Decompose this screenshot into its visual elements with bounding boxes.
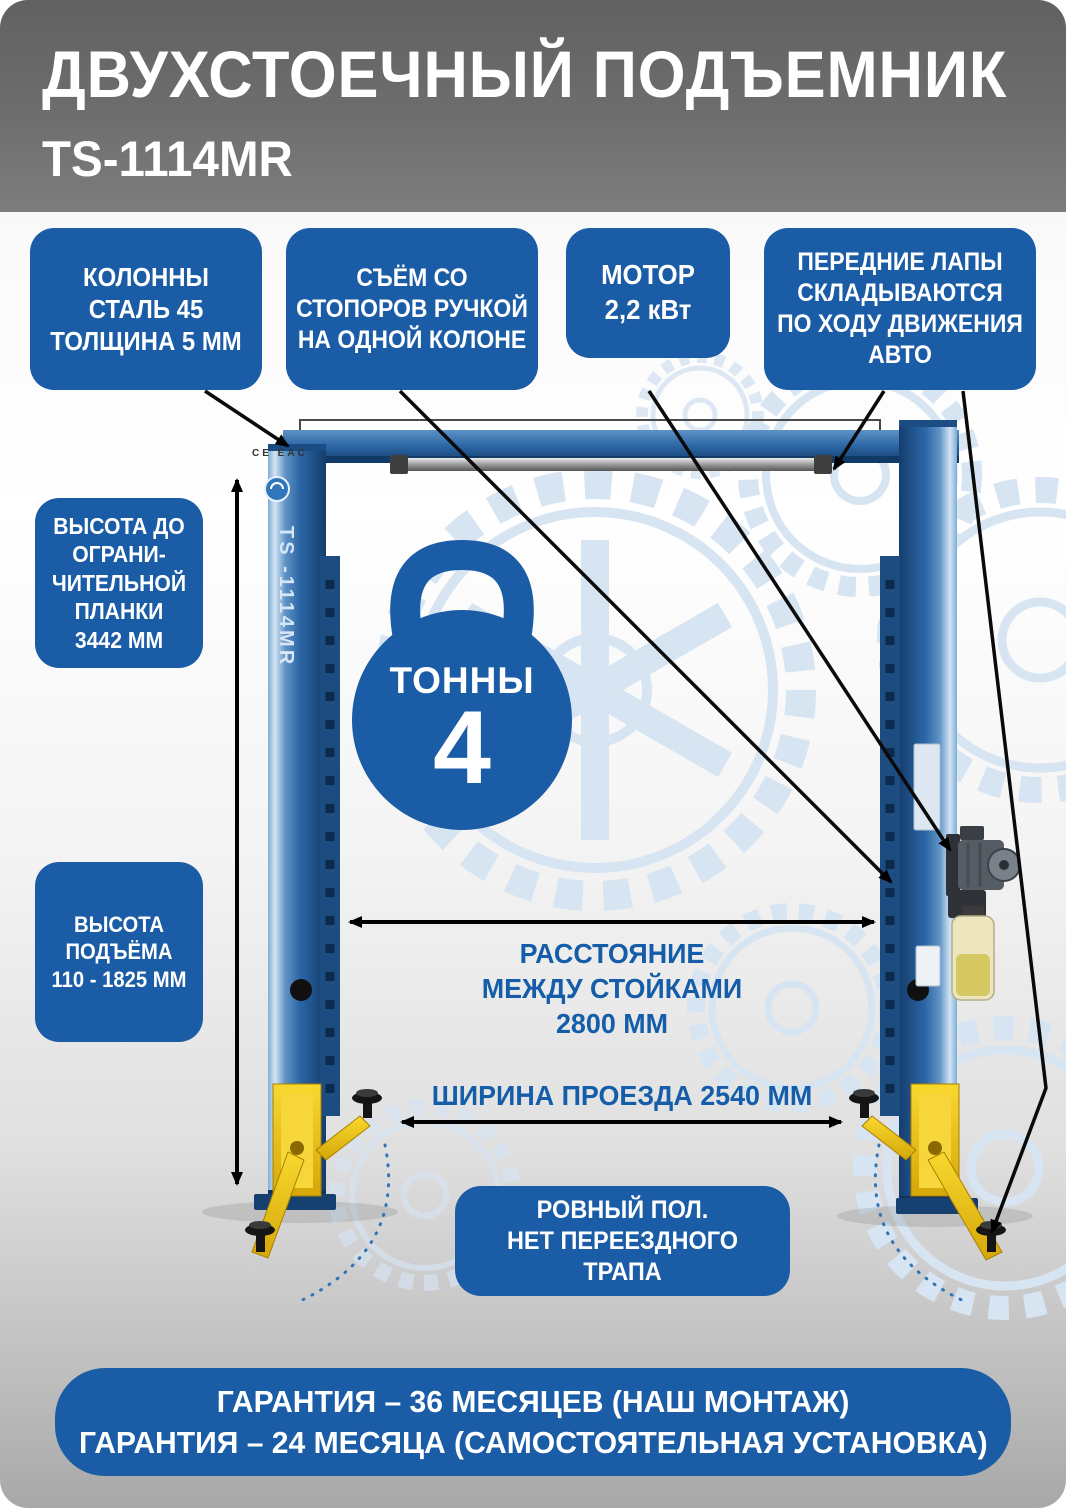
- callout-height-to-bar-text: ВЫСОТА ДО ОГРАНИ- ЧИТЕЛЬНОЙ ПЛАНКИ 3442 …: [51, 512, 187, 653]
- pointer-columns: [204, 389, 290, 448]
- warranty-line2: ГАРАНТИЯ – 24 МЕСЯЦА (САМОСТОЯТЕЛЬНАЯ УС…: [78, 1424, 988, 1460]
- left-fold-arc: [294, 1143, 391, 1305]
- right-column: [880, 420, 957, 1214]
- callout-lift-height: ВЫСОТА ПОДЪЁМА 110 - 1825 ММ: [35, 862, 203, 1042]
- pointer-motor: [647, 390, 952, 852]
- pointer-locks: [398, 389, 893, 884]
- callout-motor-text: МОТОР 2,2 кВт: [601, 259, 695, 325]
- left-rear-pad: [245, 1221, 275, 1252]
- right-arm-assembly: [849, 1083, 1006, 1305]
- callout-height-to-bar: ВЫСОТА ДО ОГРАНИ- ЧИТЕЛЬНОЙ ПЛАНКИ 3442 …: [35, 498, 203, 668]
- poster-model: TS-1114MR: [42, 131, 293, 187]
- left-front-pad: [352, 1089, 382, 1118]
- callout-locks: СЪЁМ СО СТОПОРОВ РУЧКОЙ НА ОДНОЙ КОЛОНЕ: [286, 228, 538, 390]
- callout-floor: РОВНЫЙ ПОЛ. НЕТ ПЕРЕЕЗДНОГО ТРАПА: [455, 1186, 790, 1296]
- column-model-label: TS -1114MR: [275, 526, 297, 668]
- warranty-bar: ГАРАНТИЯ – 36 МЕСЯЦЕВ (НАШ МОНТАЖ) ГАРАН…: [55, 1368, 1011, 1476]
- cert-marks-label: CE EAC: [252, 448, 308, 459]
- callout-columns: КОЛОННЫ СТАЛЬ 45 ТОЛЩИНА 5 ММ: [30, 228, 262, 390]
- overhead-limit-bar: [299, 419, 881, 430]
- motor-unit: [946, 826, 1021, 1001]
- callout-floor-text: РОВНЫЙ ПОЛ. НЕТ ПЕРЕЕЗДНОГО ТРАПА: [506, 1195, 739, 1286]
- left-column: [264, 444, 340, 1208]
- left-arm-assembly: [245, 1083, 391, 1305]
- right-fold-arc: [873, 1143, 970, 1305]
- pointer-rod: [832, 390, 886, 471]
- callout-front-arms-text: ПЕРЕДНИЕ ЛАПЫ СКЛАДЫВАЮТСЯ ПО ХОДУ ДВИЖЕ…: [777, 248, 1023, 369]
- kettlebell-icon: [352, 539, 572, 830]
- callout-lift-height-text: ВЫСОТА ПОДЪЁМА 110 - 1825 ММ: [51, 912, 187, 992]
- callout-front-arms: ПЕРЕДНИЕ ЛАПЫ СКЛАДЫВАЮТСЯ ПО ХОДУ ДВИЖЕ…: [764, 228, 1036, 390]
- sync-rod: [390, 455, 832, 474]
- dim-drive-width: ШИРИНА ПРОЕЗДА 2540 ММ: [431, 1080, 813, 1111]
- dim-between-posts: РАССТОЯНИЕ МЕЖДУ СТОЙКАМИ 2800 ММ: [481, 938, 743, 1039]
- callout-motor: МОТОР 2,2 кВт: [566, 228, 730, 358]
- callout-locks-text: СЪЁМ СО СТОПОРОВ РУЧКОЙ НА ОДНОЙ КОЛОНЕ: [296, 263, 528, 354]
- pointer-front-arms: [961, 390, 1048, 1234]
- header: ДВУХСТОЕЧНЫЙ ПОДЪЕМНИК TS-1114MR: [0, 0, 1066, 212]
- right-front-pad: [849, 1089, 879, 1118]
- callout-columns-text: КОЛОННЫ СТАЛЬ 45 ТОЛЩИНА 5 ММ: [50, 261, 242, 357]
- capacity-value: 4: [433, 690, 491, 806]
- capacity-unit: ТОННЫ: [389, 660, 535, 701]
- warranty-line1: ГАРАНТИЯ – 36 МЕСЯЦЕВ (НАШ МОНТАЖ): [216, 1383, 850, 1419]
- poster-title: ДВУХСТОЕЧНЫЙ ПОДЪЕМНИК: [42, 37, 1008, 111]
